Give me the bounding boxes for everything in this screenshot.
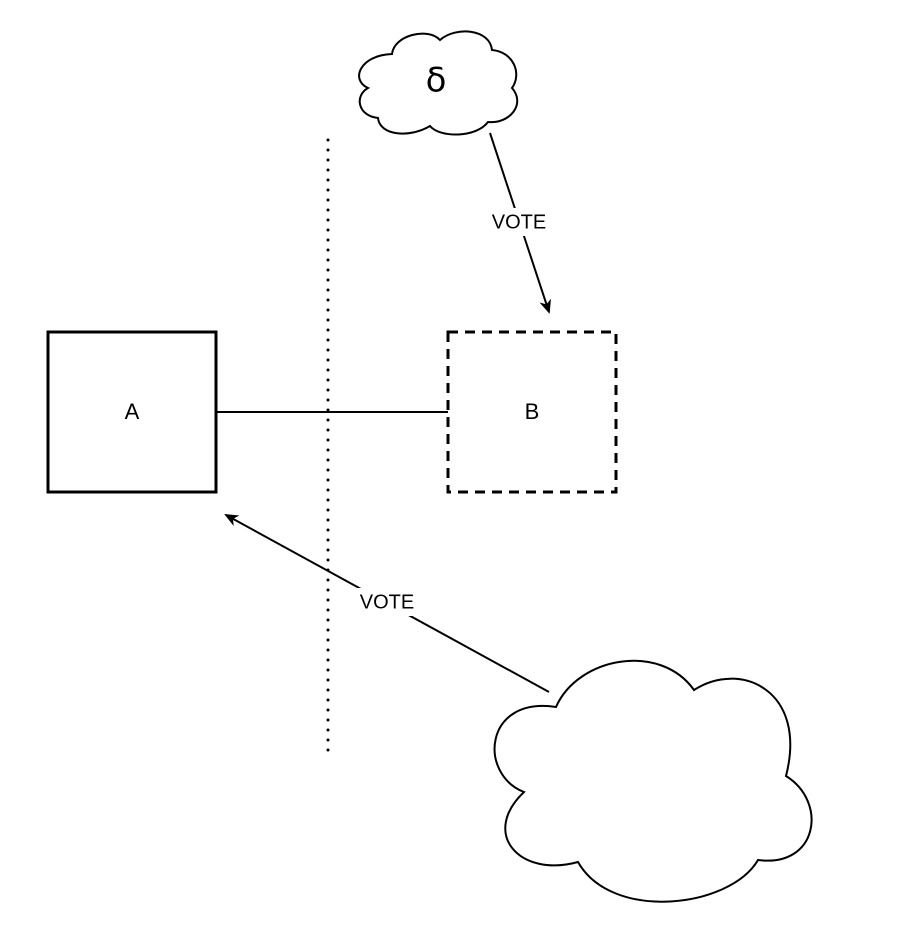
node-a-label: A	[125, 399, 140, 424]
node-b-label: B	[525, 399, 540, 424]
cloud-top-shape	[358, 30, 519, 136]
edge-vote-top-label: VOTE	[492, 211, 546, 233]
node-a-box	[46, 330, 218, 494]
cloud-top-label: δ	[426, 61, 447, 101]
edge-vote-bottom-label: VOTE	[360, 591, 414, 613]
cloud-top[interactable]: δ	[358, 30, 519, 136]
edge-vote-bottom-label-bg	[354, 588, 420, 616]
edge-vote-top[interactable]: VOTE	[486, 132, 551, 314]
edge-vote-bottom[interactable]: VOTE	[224, 514, 550, 693]
cloud-bottom[interactable]	[493, 659, 813, 903]
node-a[interactable]: A	[46, 330, 218, 494]
node-b-box	[446, 330, 618, 494]
cloud-bottom-shape	[493, 659, 813, 903]
node-b[interactable]: B	[446, 330, 618, 494]
edge-vote-top-label-bg	[486, 208, 550, 236]
